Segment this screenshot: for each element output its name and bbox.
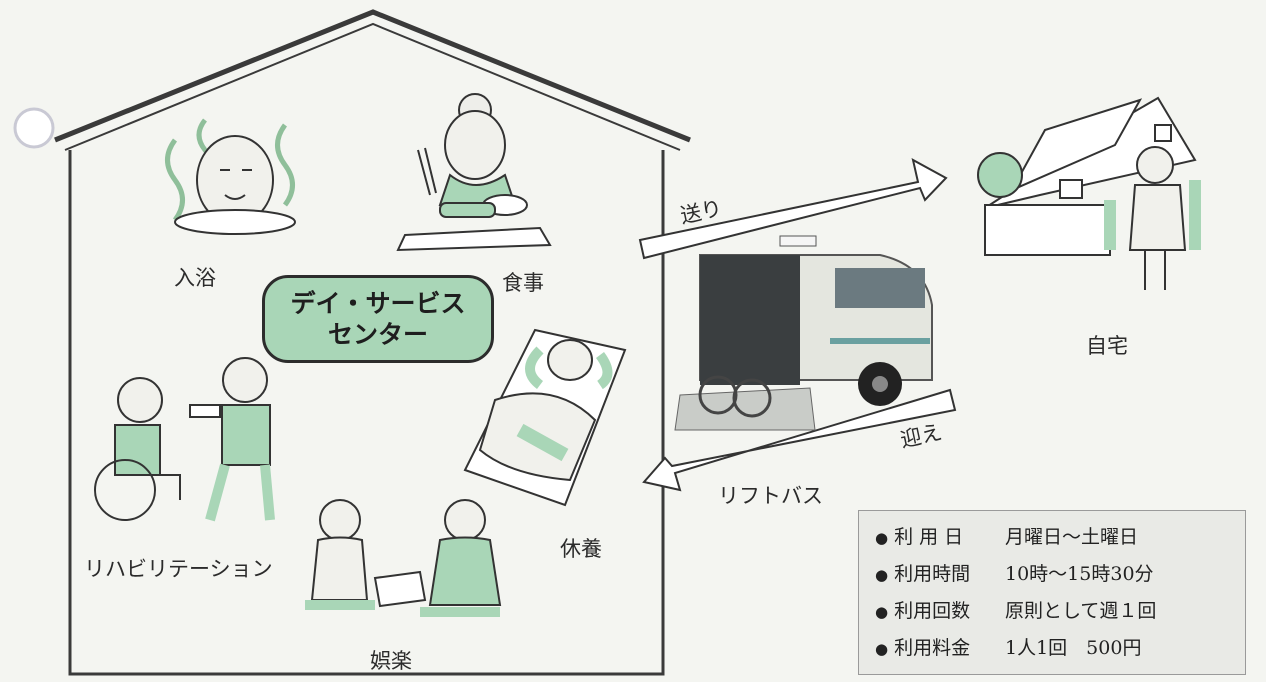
- punch-hole: [13, 107, 55, 149]
- lift-bus-image: [674, 235, 933, 431]
- info-value: 1人1回 500円: [1005, 637, 1142, 659]
- info-key: 利用料金: [875, 630, 1005, 667]
- info-key: 利用時間: [875, 556, 1005, 593]
- info-value: 月曜日～土曜日: [1005, 526, 1139, 548]
- send-arrow: [638, 158, 948, 260]
- badge-line-2: センター: [327, 320, 428, 349]
- home-illustration: [977, 96, 1201, 290]
- info-row-days: 利 用 日 月曜日～土曜日: [875, 519, 1245, 556]
- label-recreation: 娯楽: [370, 649, 412, 673]
- info-row-frequency: 利用回数 原則として週１回: [875, 593, 1245, 630]
- usage-info-box: 利 用 日 月曜日～土曜日 利用時間 10時～15時30分 利用回数 原則として…: [858, 510, 1246, 675]
- info-row-fee: 利用料金 1人1回 500円: [875, 630, 1245, 667]
- label-meal: 食事: [502, 271, 544, 295]
- badge-line-1: デイ・サービス: [290, 289, 466, 318]
- rehab-figures: [94, 357, 275, 522]
- info-value: 10時～15時30分: [1005, 563, 1154, 585]
- label-bathing: 入浴: [174, 266, 216, 290]
- pickup-arrow: [642, 388, 957, 492]
- rest-figure: [463, 328, 627, 507]
- info-key: 利 用 日: [875, 519, 1005, 556]
- info-row-hours: 利用時間 10時～15時30分: [875, 556, 1245, 593]
- info-key: 利用回数: [875, 593, 1005, 630]
- house-outline: [54, 9, 691, 676]
- label-lift-bus: リフトバス: [718, 484, 823, 508]
- meal-figure: [396, 93, 552, 252]
- label-home: 自宅: [1086, 334, 1128, 358]
- day-service-center-badge: デイ・サービス センター: [262, 275, 494, 363]
- label-rest: 休養: [560, 537, 602, 561]
- recreation-figures: [305, 499, 502, 617]
- label-rehab: リハビリテーション: [84, 557, 273, 581]
- bathing-figure: [165, 118, 296, 235]
- info-value: 原則として週１回: [1005, 600, 1157, 622]
